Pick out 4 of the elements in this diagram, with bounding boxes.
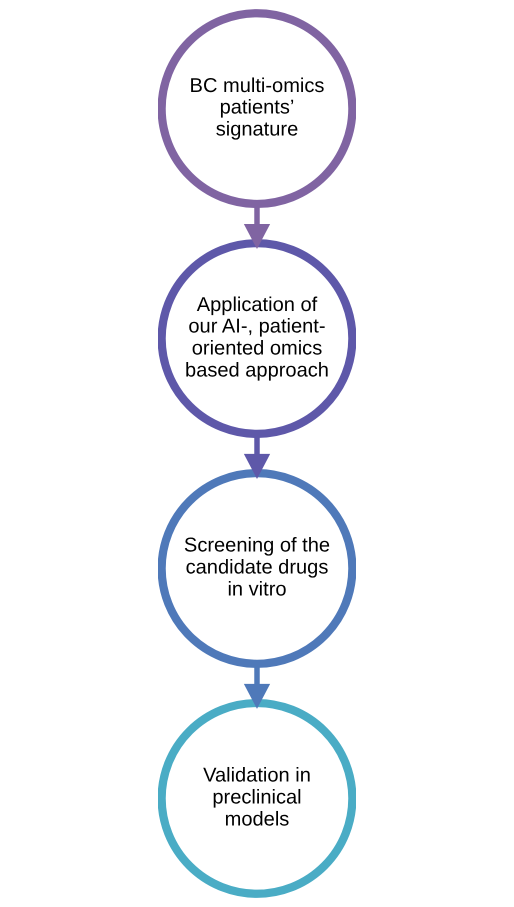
node-circle: BC multi-omics patients’ signature	[158, 9, 356, 208]
node-circle: Validation in preclinical models	[158, 698, 356, 898]
node-circle: Application of our AI-, patient-oriented omics based approach	[158, 239, 356, 438]
node-circle: Screening of the candidate drugs in vitro	[158, 469, 356, 668]
